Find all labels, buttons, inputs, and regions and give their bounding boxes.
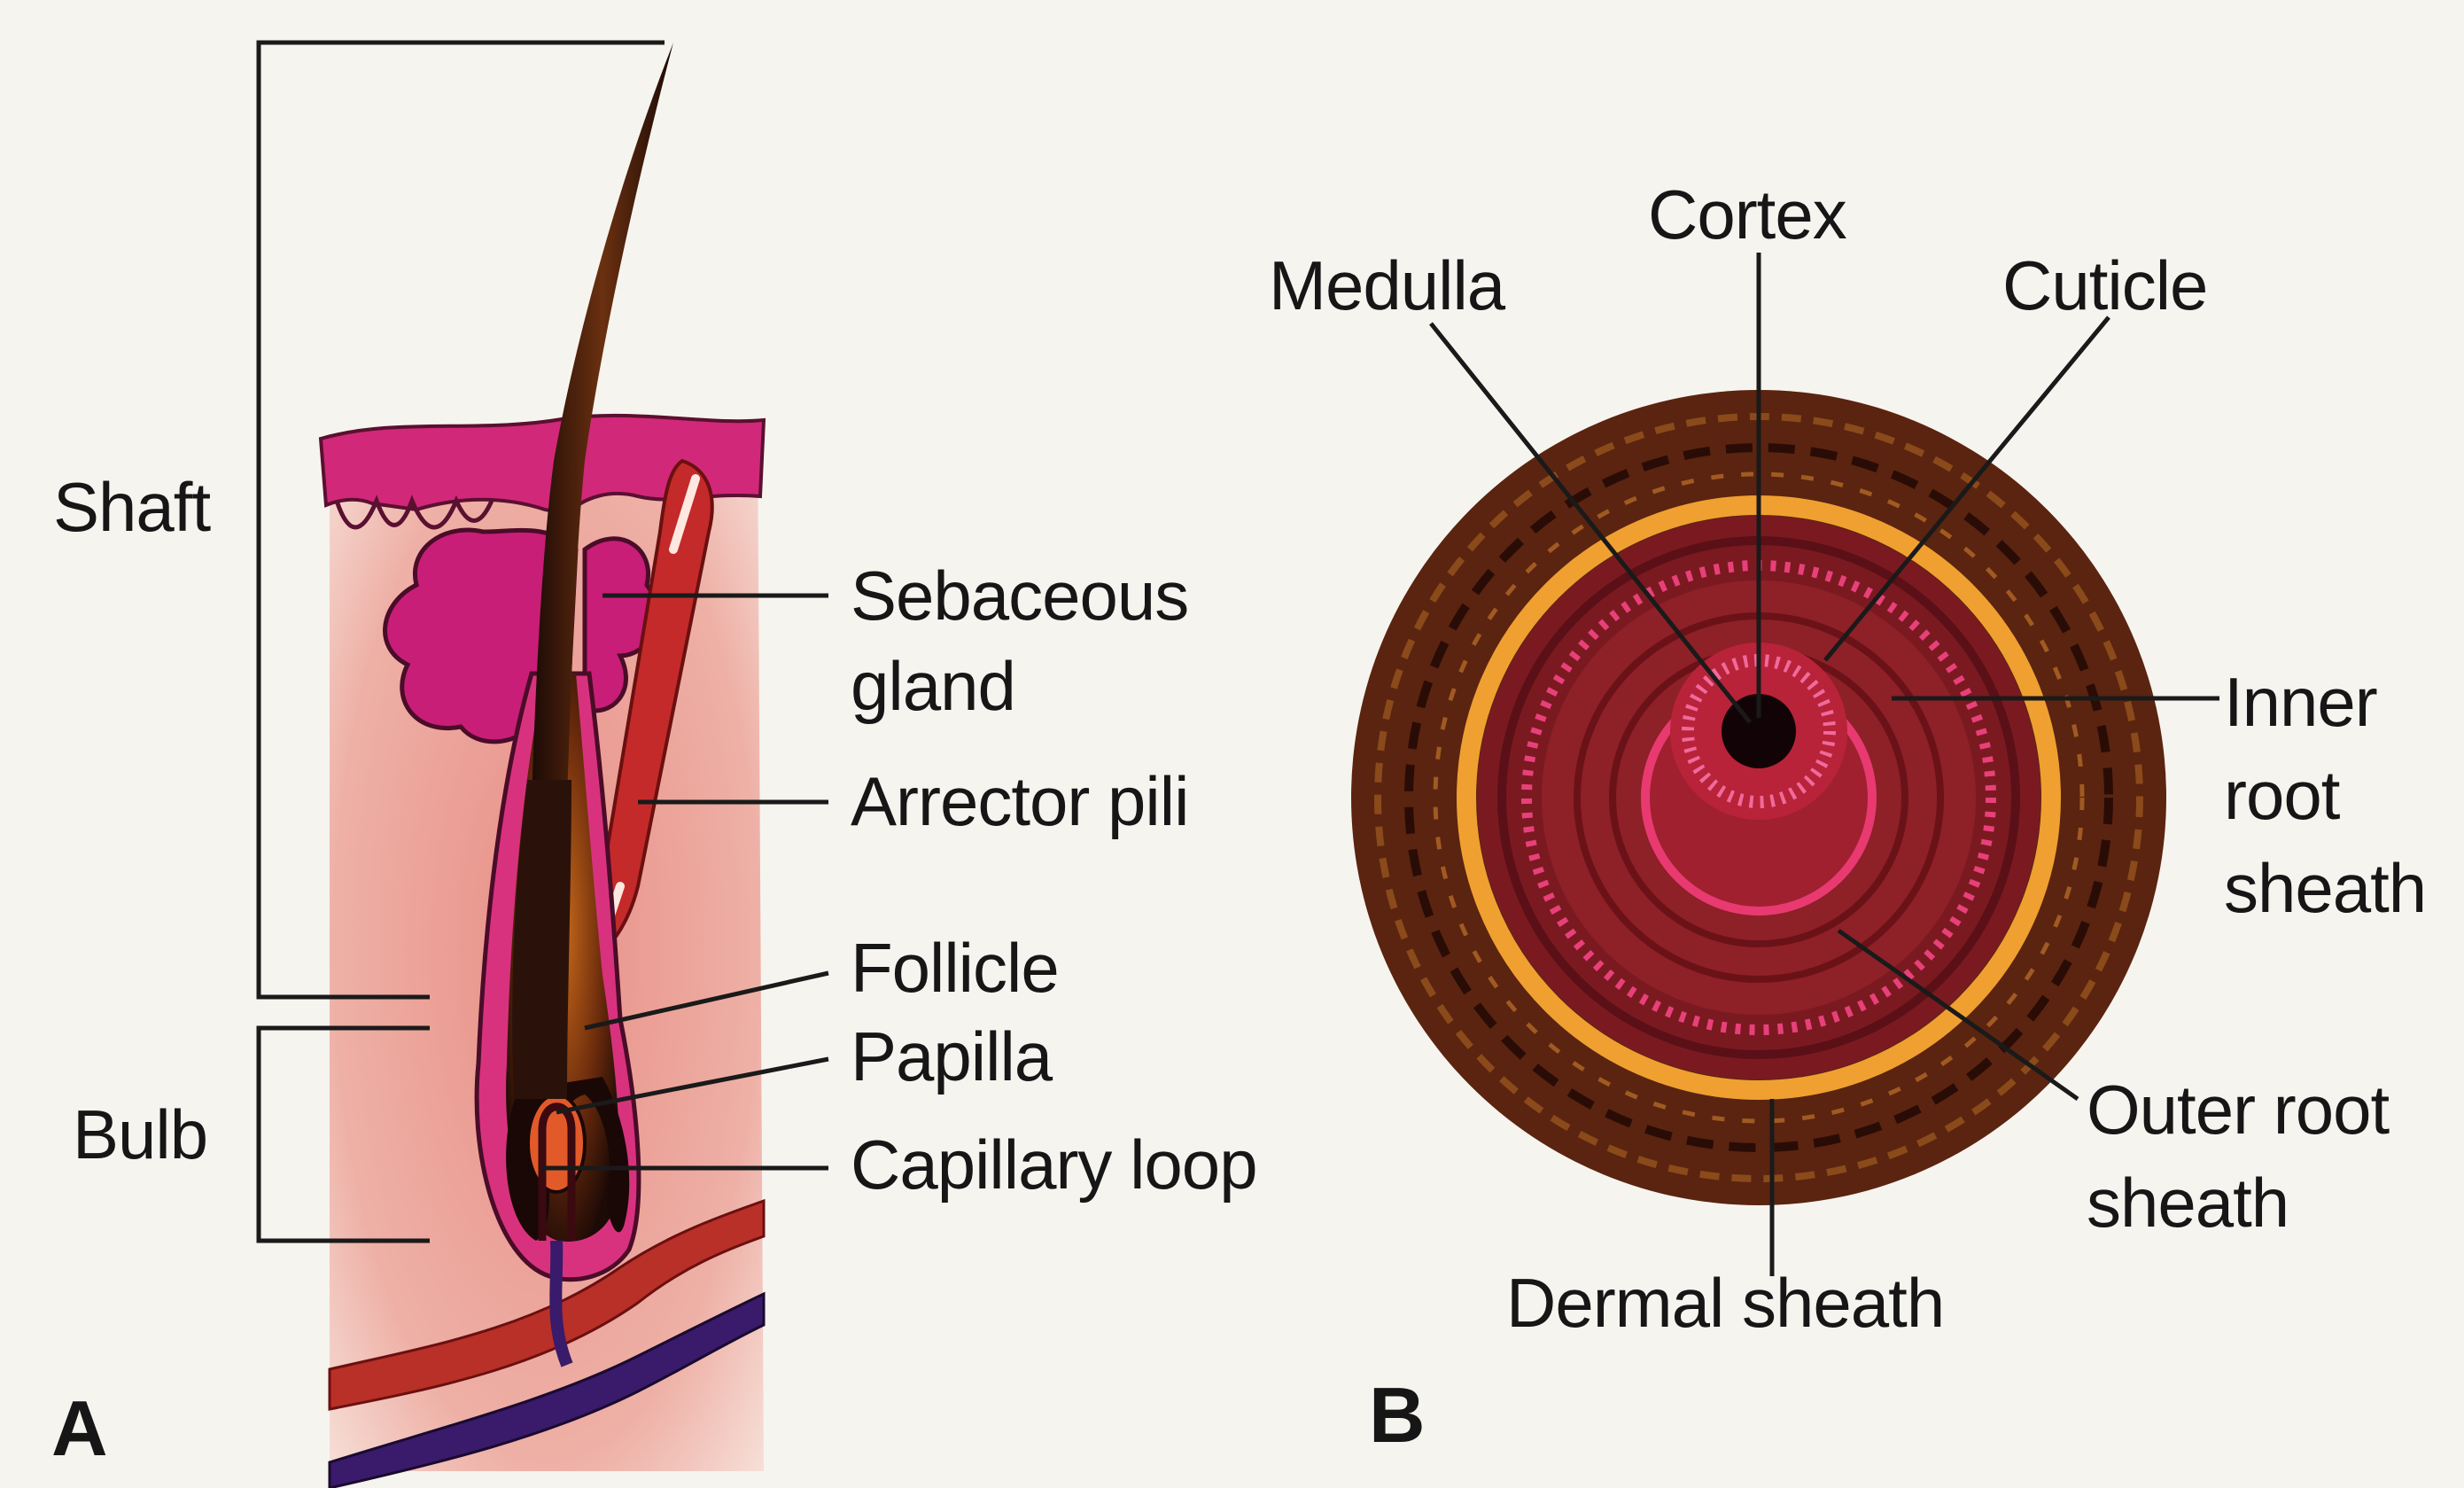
bulb-label: Bulb <box>73 1088 207 1180</box>
inner-root-sheath-label-3: sheath <box>2224 842 2426 934</box>
panel-b-letter: B <box>1369 1369 1425 1461</box>
medulla-label: Medulla <box>1269 239 1504 331</box>
inner-root-sheath-label-2: root <box>2224 749 2339 841</box>
sebaceous-label: Sebaceous <box>851 549 1188 642</box>
arrector-pili-label: Arrector pili <box>851 755 1188 847</box>
outer-root-sheath-label-1: Outer root <box>2087 1063 2389 1156</box>
panel-a-artwork <box>259 43 828 1488</box>
gland-label: gland <box>851 640 1015 732</box>
outer-root-sheath-label-2: sheath <box>2087 1157 2289 1249</box>
capillary-loop-label: Capillary loop <box>851 1118 1257 1211</box>
inner-root-sheath-label-1: Inner <box>2224 656 2377 748</box>
follicle-label: Follicle <box>851 922 1059 1014</box>
cuticle-label: Cuticle <box>2002 239 2207 331</box>
dermal-sheath-label: Dermal sheath <box>1506 1257 1944 1349</box>
panel-a-letter: A <box>51 1383 107 1475</box>
shaft-label: Shaft <box>53 461 210 553</box>
cortex-label: Cortex <box>1648 168 1846 261</box>
papilla-label: Papilla <box>851 1010 1052 1102</box>
